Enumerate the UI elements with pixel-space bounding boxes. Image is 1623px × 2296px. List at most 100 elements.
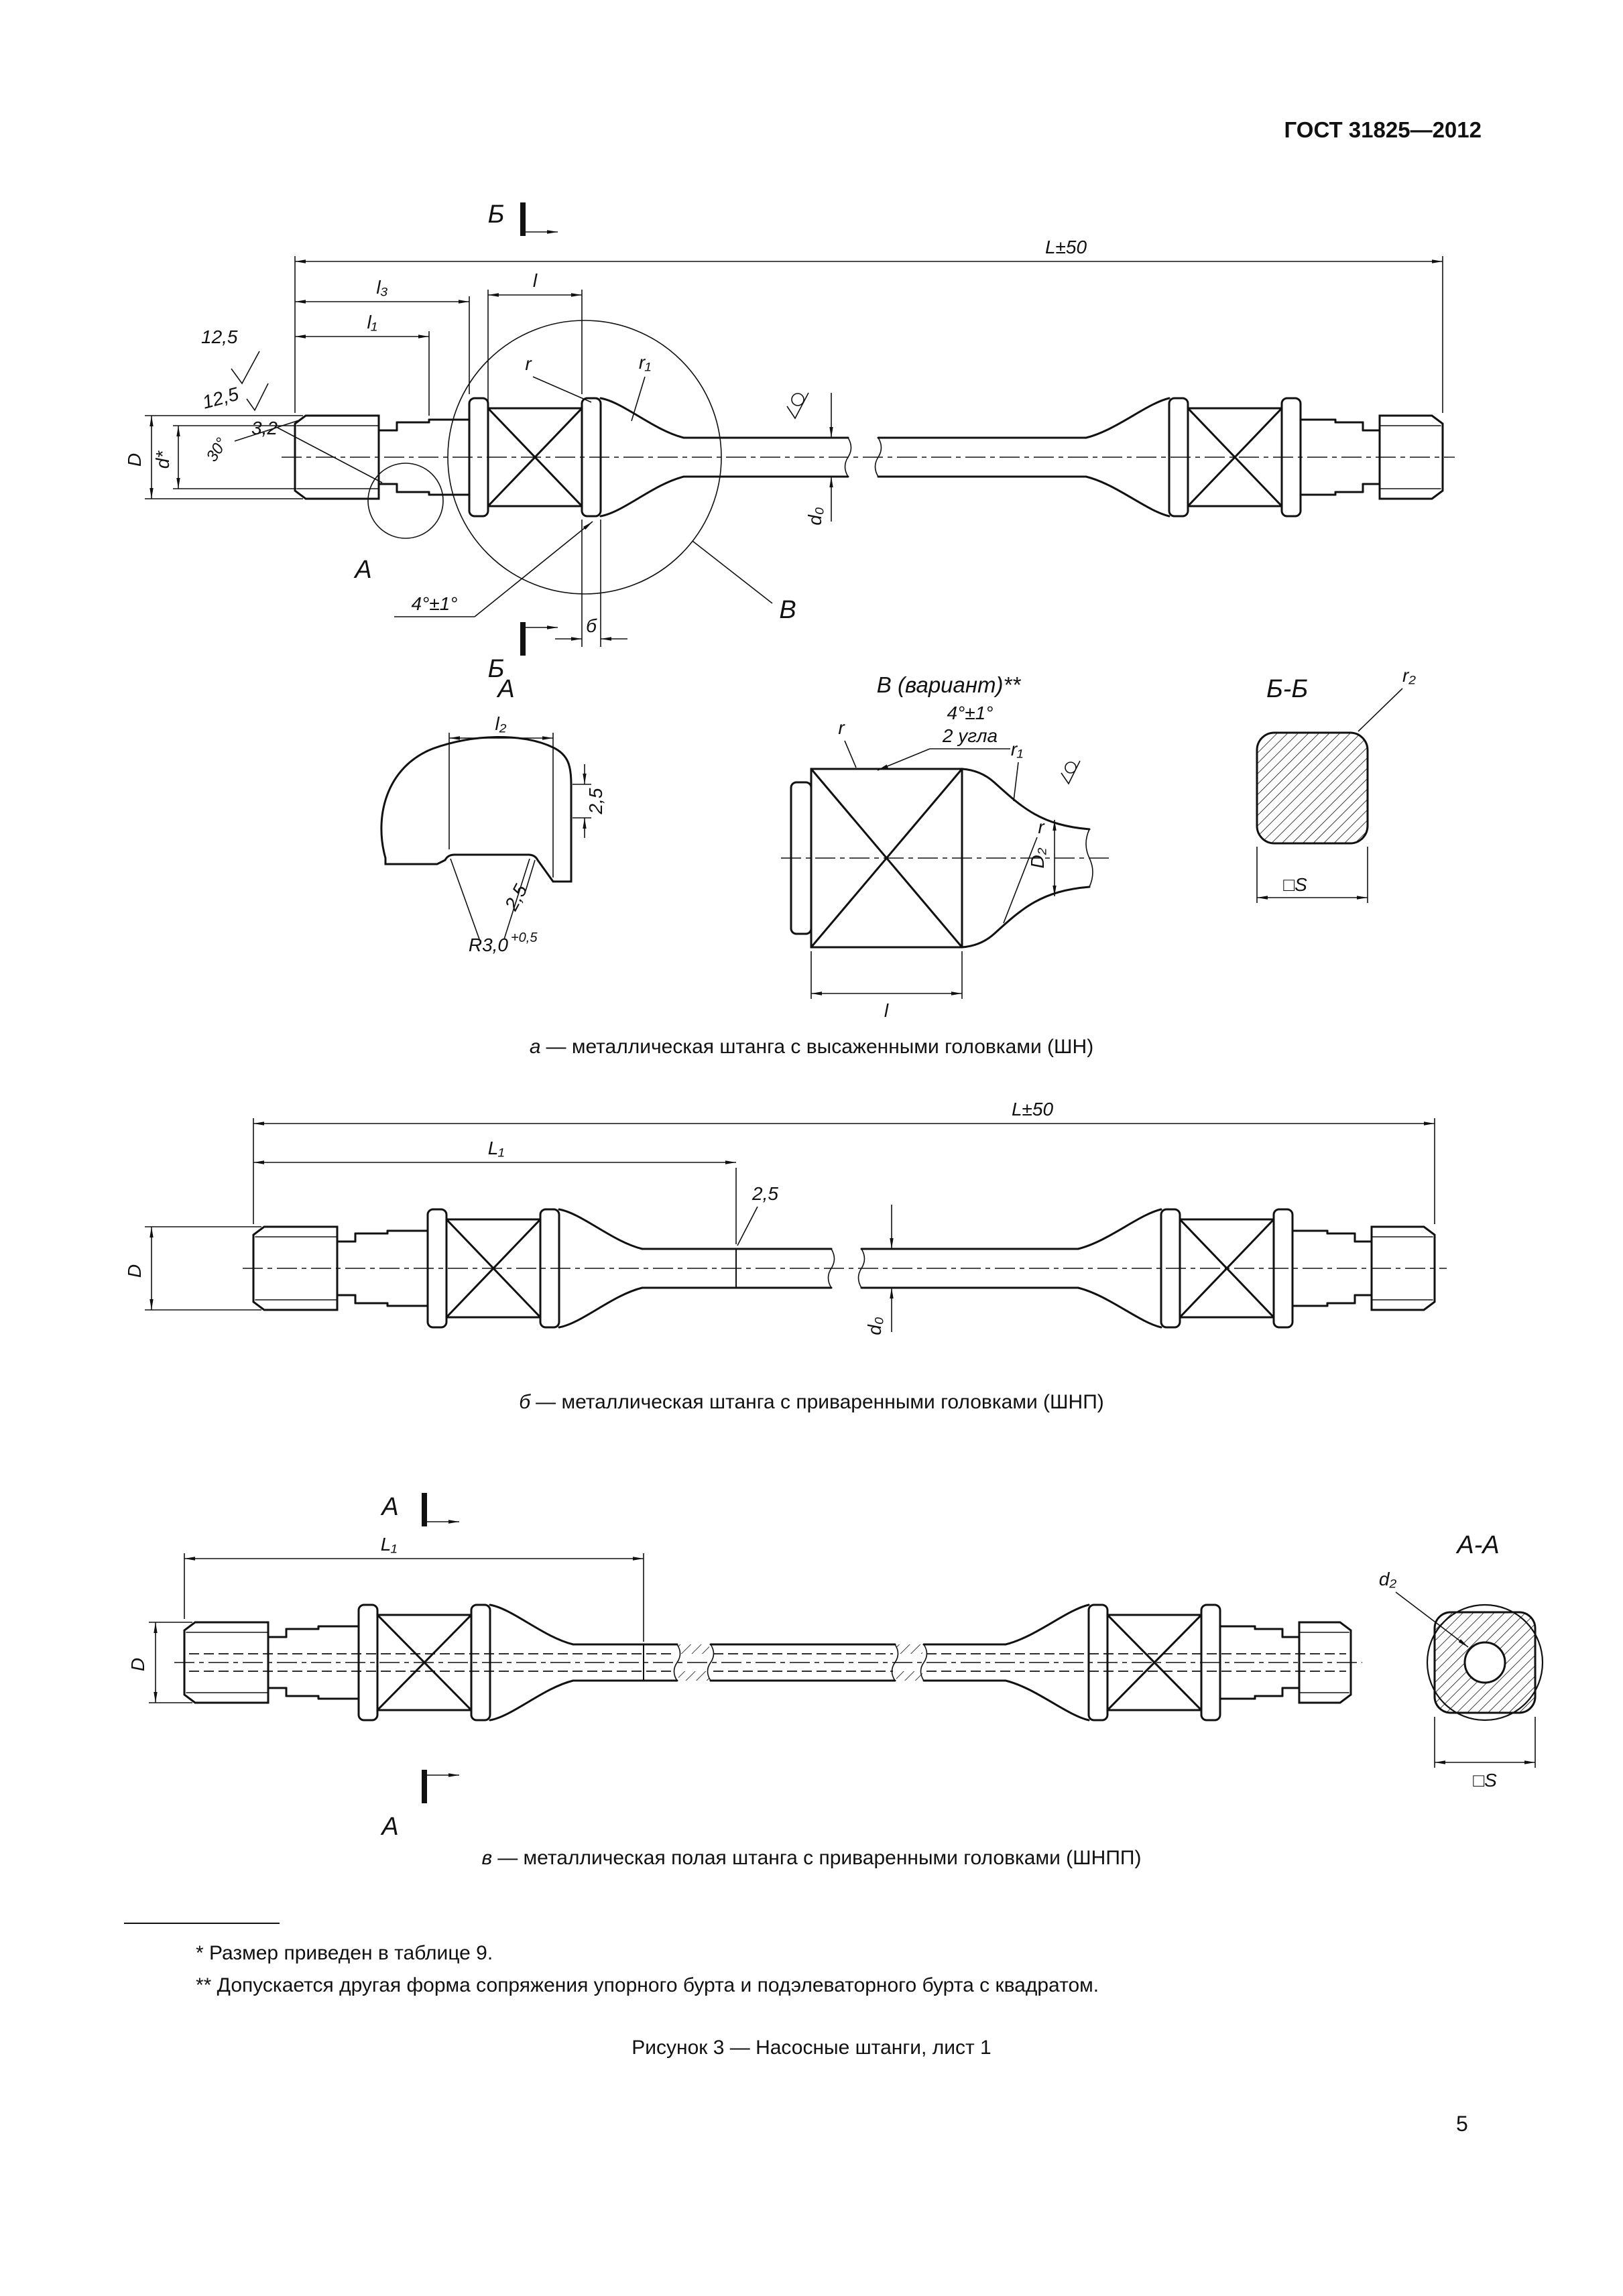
- detail-a-letter: А: [353, 556, 371, 584]
- angle-30-label: 30°: [203, 434, 231, 465]
- dim-label-d2: d₂: [1379, 1569, 1397, 1589]
- caption-b-letter: б: [519, 1391, 531, 1413]
- dimension-d0: d₀: [864, 1205, 894, 1335]
- surface-finish-symbol: [786, 392, 809, 420]
- dim-label-square-s: □S: [1473, 1770, 1497, 1791]
- detail-callout-a: А: [353, 463, 444, 584]
- page-number: 5: [1456, 2112, 1468, 2136]
- dim-label-L: L±50: [1045, 237, 1087, 257]
- section-aa-outer-circle: [1426, 1604, 1544, 1721]
- section-letter-b-bottom: Б: [488, 655, 505, 683]
- footnote-2: ** Допускается другая форма сопряжения у…: [196, 1974, 1099, 1996]
- rod-outline: [294, 397, 1444, 518]
- dim-label-l: l: [533, 270, 538, 291]
- dim-label-r1: r₁: [1011, 739, 1023, 760]
- caption-v: в— металлическая полая штанга с приварен…: [0, 1847, 1623, 1870]
- caption-a-text: — металлическая штанга с высаженными гол…: [546, 1036, 1094, 1058]
- dimension-d-star: d*: [152, 425, 296, 489]
- dim-label-25-side: 2,5: [585, 788, 606, 814]
- footnote-1: * Размер приведен в таблице 9.: [196, 1942, 493, 1964]
- dim-label-r-right: r: [1038, 817, 1045, 837]
- dim-label-square-s: □S: [1283, 874, 1307, 895]
- dim-label-r2: r₂: [1402, 665, 1416, 686]
- detail-a-outline: [380, 736, 573, 883]
- section-mark-b-bottom: Б: [488, 622, 558, 683]
- dim-label-25: 2,5: [752, 1183, 778, 1204]
- section-aa-view: А-А d₂ □S: [1379, 1531, 1544, 1791]
- dimension-L1: L₁: [184, 1534, 644, 1642]
- section-aa-bore: [1463, 1641, 1506, 1684]
- dim-label-R-sup: +0,5: [511, 930, 538, 945]
- dimension-l1: l₁: [295, 312, 430, 416]
- dim-label-D: D: [127, 1658, 148, 1671]
- section-mark-b-top: Б: [488, 200, 558, 236]
- footnote-rule: [124, 1923, 280, 1924]
- drawing-v-hollow-rod: А А L₁ D А-А d₂ □S: [127, 1493, 1544, 1841]
- dim-label-b-small: б: [586, 615, 597, 636]
- dim-label-l1: l₁: [367, 312, 377, 333]
- dim-label-R: R3,0: [469, 934, 509, 955]
- radius-r-right: r: [1003, 817, 1045, 924]
- angle-4-note-label: 2 угла: [942, 725, 998, 746]
- detail-v-outline: [790, 768, 1093, 949]
- roughness-symbol: [231, 351, 260, 385]
- standard-number: ГОСТ 31825—2012: [1284, 117, 1482, 142]
- detail-v-letter: В: [779, 596, 796, 624]
- dimension-d0: d₀: [804, 393, 833, 526]
- roughness-32: 3,2: [251, 418, 383, 483]
- section-bb-view: Б-Б r₂ □S: [1256, 665, 1416, 903]
- dim-label-r: r: [525, 353, 532, 374]
- section-mark-a-bottom: А: [380, 1770, 459, 1841]
- radius-r-top: r: [838, 717, 857, 768]
- roughness-value-top: 12,5: [201, 326, 238, 347]
- dim-label-L1: L₁: [488, 1138, 505, 1158]
- roughness-value-mid: 12,5: [200, 383, 241, 413]
- roughness-symbol: [246, 383, 269, 412]
- radius-r1: r₁: [1011, 739, 1023, 802]
- dimension-D2: D₂: [1027, 820, 1057, 896]
- dimension-D: D: [127, 1622, 192, 1703]
- section-letter-b-top: Б: [488, 200, 505, 229]
- caption-b-text: — металлическая штанга с приваренными го…: [536, 1391, 1104, 1413]
- detail-a-view: А l₂ 2,5 2,5 R3,0 +0,5: [380, 675, 606, 955]
- detail-a-title: А: [496, 675, 514, 703]
- tube-break-1: [673, 1644, 715, 1681]
- dim-label-d-star: d*: [152, 450, 173, 469]
- dimension-l3: l₃: [295, 277, 470, 394]
- roughness-value-32: 3,2: [251, 418, 278, 438]
- detail-v-view: В (вариант)** 4°±1° 2 угла r r₁ r: [781, 672, 1113, 1021]
- tube-break-2: [891, 1644, 928, 1681]
- dim-label-r1: r₁: [639, 352, 651, 373]
- dimension-L1: L₁: [253, 1138, 737, 1244]
- roughness-top: 12,5: [201, 326, 260, 385]
- figure-caption: Рисунок 3 — Насосные штанги, лист 1: [632, 2037, 991, 2059]
- dimension-L: L±50: [253, 1099, 1435, 1224]
- dim-label-D2: D₂: [1027, 847, 1048, 868]
- dimension-l: l: [487, 270, 583, 404]
- dimension-25-bottom: 2,5: [500, 859, 536, 914]
- rod-outline: [183, 1604, 1352, 1721]
- caption-a-letter: а: [529, 1036, 541, 1058]
- dimension-25: 2,5: [737, 1183, 778, 1246]
- radius-r1: r₁: [631, 352, 651, 422]
- dimension-D: D: [124, 1226, 261, 1311]
- dim-label-r-top: r: [838, 717, 845, 738]
- roughness-mid: 12,5: [200, 383, 269, 413]
- section-bb-square: [1256, 731, 1369, 845]
- dimension-radius-groove: R3,0 +0,5: [450, 858, 538, 955]
- dimension-25-side: 2,5: [573, 764, 606, 838]
- dimension-l: l: [810, 951, 963, 1021]
- dim-label-L1: L₁: [381, 1534, 398, 1555]
- dimension-l2: l₂: [448, 713, 554, 878]
- dimension-square-s: □S: [1256, 847, 1368, 903]
- section-bb-title: Б-Б: [1266, 675, 1308, 703]
- section-letter-a-top: А: [380, 1493, 398, 1521]
- dim-label-l3: l₃: [376, 277, 387, 298]
- drawing-b-welded-rod: L±50 L₁ 2,5 D d₀: [124, 1099, 1447, 1335]
- caption-a: а— металлическая штанга с высаженными го…: [0, 1036, 1623, 1059]
- angle-4-note: 4°±1°: [394, 521, 593, 617]
- dim-label-D: D: [124, 453, 145, 467]
- dim-label-d0: d₀: [864, 1317, 885, 1335]
- dim-label-d0: d₀: [804, 507, 825, 526]
